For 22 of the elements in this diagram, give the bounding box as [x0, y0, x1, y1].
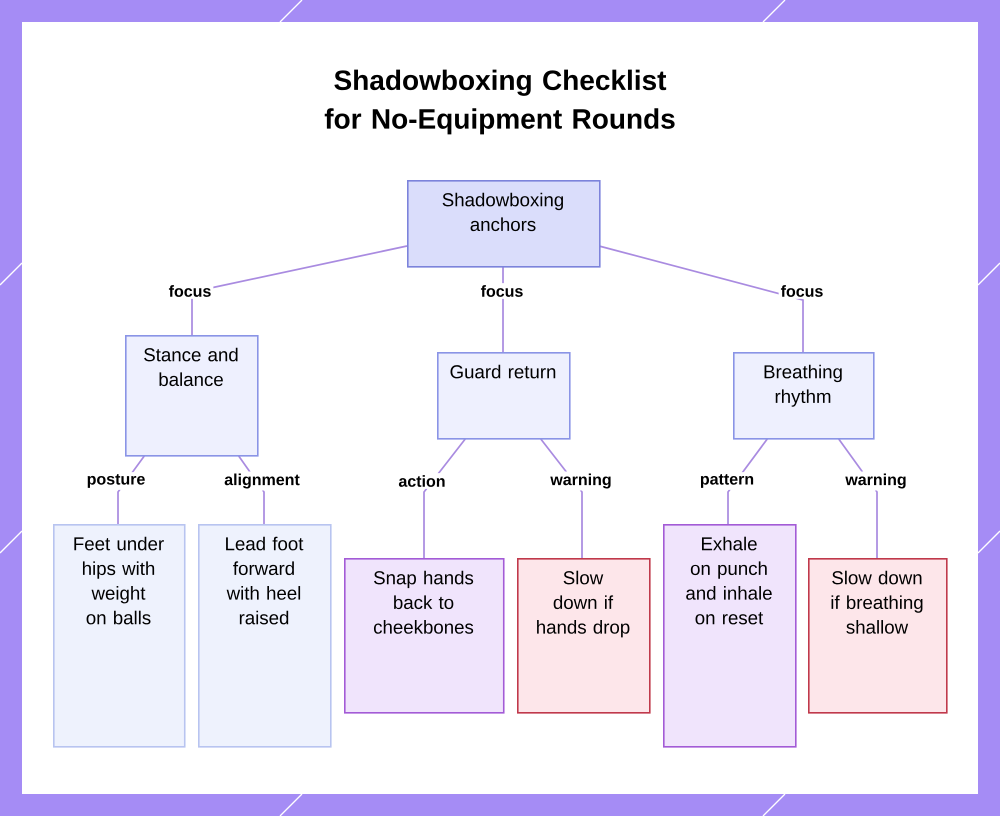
- connector-line: [598, 245, 804, 352]
- process-box: Snap hands back to cheekbones: [344, 558, 505, 714]
- process-box: Slow down if hands drop: [517, 558, 651, 714]
- edge-label: warning: [548, 472, 614, 490]
- process-box: Stance and balance: [125, 335, 259, 457]
- edge-label: pattern: [698, 472, 756, 490]
- process-box: Guard return: [437, 352, 571, 440]
- connector-line: [191, 245, 408, 335]
- edge-label: posture: [84, 472, 148, 490]
- edge-label: alignment: [222, 472, 302, 490]
- process-box: Breathing rhythm: [733, 352, 875, 440]
- edge-label: action: [396, 473, 448, 489]
- edge-label: warning: [843, 472, 909, 490]
- process-box: Slow down if breathing shallow: [808, 558, 948, 714]
- process-box: Shadowboxing anchors: [407, 180, 601, 268]
- process-box: Lead foot forward with heel raised: [198, 524, 332, 748]
- process-box: Feet under hips with weight on balls: [53, 524, 186, 748]
- process-box: Exhale on punch and inhale on reset: [663, 524, 797, 748]
- edge-label: focus: [478, 283, 526, 299]
- title: Shadowboxing Checklist for No-Equipment Rounds: [324, 70, 675, 134]
- edge-label: focus: [166, 283, 214, 299]
- edge-label: focus: [778, 283, 826, 299]
